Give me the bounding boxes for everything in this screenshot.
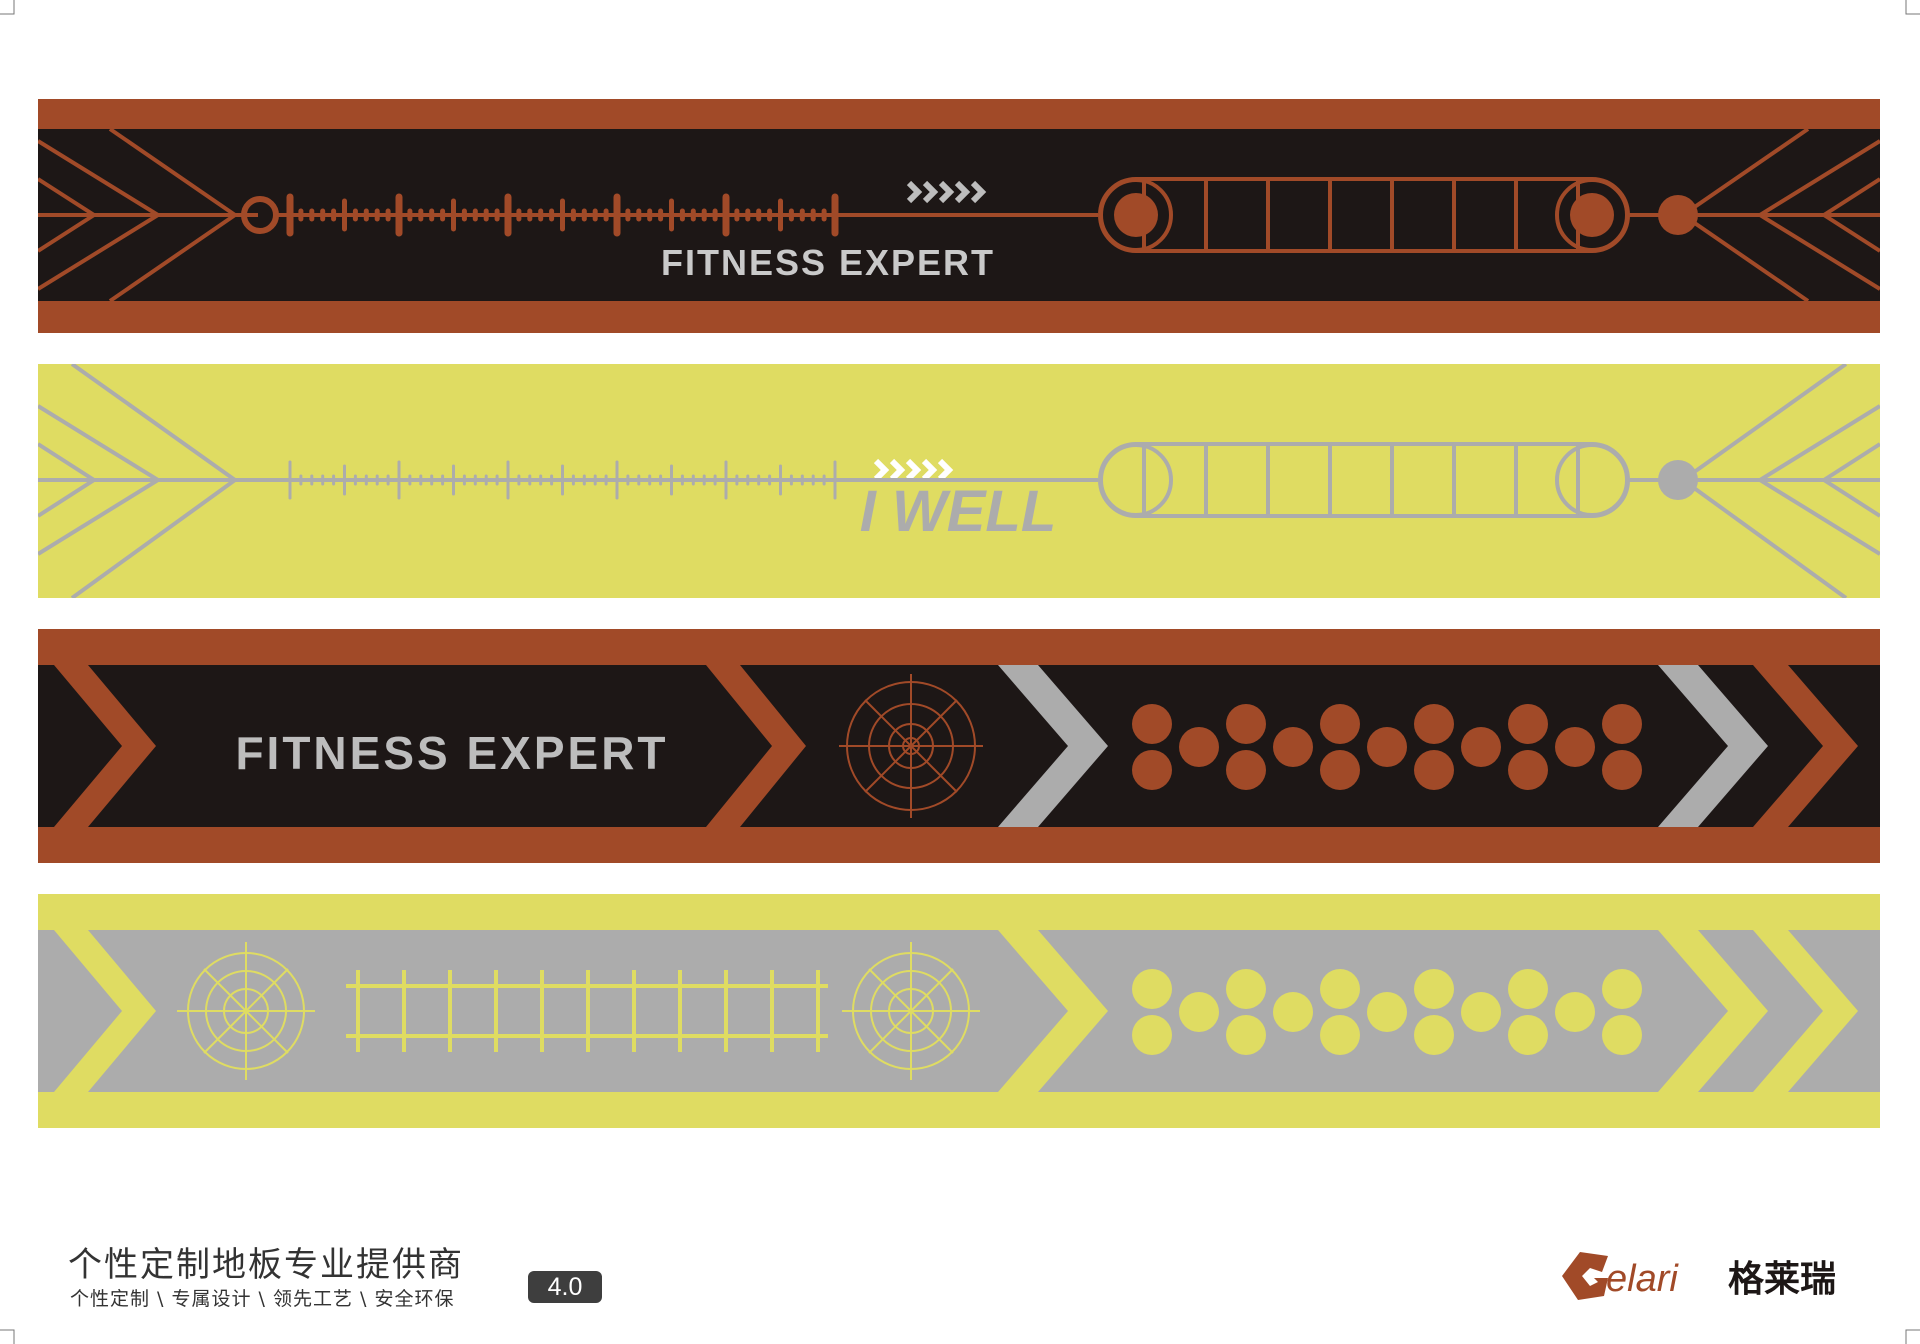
dot — [1602, 704, 1642, 744]
dot — [1132, 704, 1172, 744]
chevron-marks-icon — [906, 180, 987, 204]
brand-chinese: 格莱瑞 — [1728, 1259, 1836, 1300]
band-gray-targets — [38, 894, 1880, 1128]
dot — [1414, 750, 1454, 790]
crop-mark-icon — [0, 0, 15, 15]
dot — [1367, 727, 1407, 767]
dot — [1132, 969, 1172, 1009]
ladder-track — [346, 970, 828, 1052]
band2-graphic: I WELL — [38, 364, 1880, 598]
version-badge: 4.0 — [528, 1271, 602, 1303]
target-icon — [839, 674, 983, 818]
chevron-marks-icon — [873, 458, 954, 482]
dot — [1132, 750, 1172, 790]
dot — [1508, 1015, 1548, 1055]
dot — [1320, 969, 1360, 1009]
chevron-left-icon — [54, 665, 156, 827]
dot-pattern — [1132, 704, 1642, 790]
chevron-rust-icon — [1753, 665, 1858, 827]
band-iwell-yellow: I WELL — [38, 364, 1880, 598]
chevron-text-icon — [706, 665, 806, 827]
chevron-left-icon — [54, 930, 156, 1092]
gelari-g-logo-icon — [1562, 1252, 1608, 1300]
band-fitness-expert-chevron: FITNESS EXPERT — [38, 629, 1880, 863]
dot — [1320, 1015, 1360, 1055]
dot — [1508, 750, 1548, 790]
ring-icon — [241, 196, 279, 234]
dot — [1602, 969, 1642, 1009]
dot — [1226, 750, 1266, 790]
band-fitness-expert-dark: FITNESS EXPERT — [38, 99, 1880, 333]
dot — [1179, 992, 1219, 1032]
ladder-track — [838, 442, 1678, 518]
dot — [1508, 704, 1548, 744]
dot — [1414, 969, 1454, 1009]
dot — [1273, 727, 1313, 767]
left-arrow-lines — [38, 127, 258, 303]
left-arrow-lines — [38, 364, 258, 598]
ruler-line — [258, 460, 838, 500]
crop-mark-icon — [1905, 1329, 1920, 1344]
dot — [1414, 1015, 1454, 1055]
chevron-yellow-icon — [1753, 930, 1858, 1092]
dot — [1414, 704, 1454, 744]
chevron-yellow-icon — [1658, 930, 1768, 1092]
target-icon — [177, 942, 315, 1080]
dot — [1602, 750, 1642, 790]
footer-subtitle: 个性定制 \ 专属设计 \ 领先工艺 \ 安全环保 — [70, 1288, 455, 1310]
dot — [1461, 992, 1501, 1032]
dot — [1555, 992, 1595, 1032]
dot — [1226, 969, 1266, 1009]
brand-logo: elari 格莱瑞 — [1562, 1252, 1836, 1300]
dot — [1226, 704, 1266, 744]
chevron-gray-icon — [998, 665, 1108, 827]
iwell-text: I WELL — [860, 479, 1057, 544]
dot — [1367, 992, 1407, 1032]
dot — [1508, 969, 1548, 1009]
band1-graphic: FITNESS EXPERT — [38, 99, 1880, 333]
dot — [1461, 727, 1501, 767]
dot — [1179, 727, 1219, 767]
ruler-line — [241, 193, 839, 237]
crop-mark-icon — [1905, 0, 1920, 15]
footer-title: 个性定制地板专业提供商 — [68, 1245, 464, 1285]
ladder-track — [838, 177, 1678, 253]
band3-graphic: FITNESS EXPERT — [38, 629, 1880, 863]
band4-graphic — [38, 894, 1880, 1128]
fitness-expert-text: FITNESS EXPERT — [661, 242, 995, 283]
dot — [1273, 992, 1313, 1032]
fitness-expert-text: FITNESS EXPERT — [235, 727, 668, 779]
dot-pattern — [1132, 969, 1642, 1055]
dot — [1602, 1015, 1642, 1055]
dot — [1132, 1015, 1172, 1055]
dot — [1320, 750, 1360, 790]
dot — [1555, 727, 1595, 767]
chevron-yellow-icon — [998, 930, 1108, 1092]
brand-latin: elari — [1606, 1258, 1679, 1300]
dot — [1320, 704, 1360, 744]
target-icon — [842, 942, 980, 1080]
chevron-gray-icon — [1658, 665, 1768, 827]
crop-mark-icon — [0, 1329, 15, 1344]
dot — [1226, 1015, 1266, 1055]
